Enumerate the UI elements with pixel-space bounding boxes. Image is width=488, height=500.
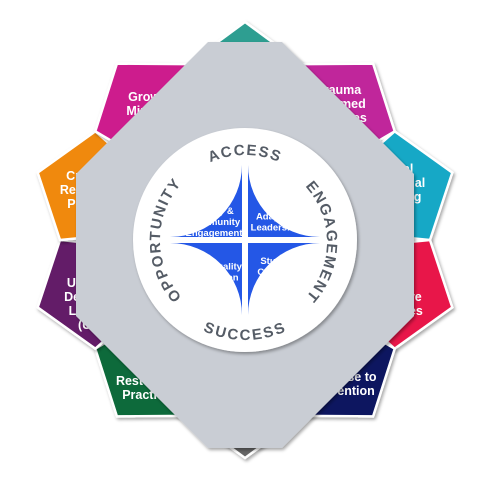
quadrant-label-line: Centered (257, 267, 298, 278)
quadrant-label-line: Engagement (185, 228, 243, 239)
center-hub: ACCESS ENGAGEMENT SUCCESS OPPORTUNITY Fa… (76, 42, 414, 448)
quadrant-label-line: Adaptive (256, 212, 296, 223)
quadrant-label-line: Instruction (189, 273, 238, 284)
quadrant-shape (170, 243, 242, 315)
quadrant-label-line: Community (188, 217, 241, 228)
quadrant-label-line: Family & (194, 206, 234, 217)
quadrant-shape (170, 165, 242, 237)
outer-white-ring (133, 128, 357, 352)
quadrant-label-line: High Quality (186, 262, 243, 273)
quadrant-label-line: Student (260, 256, 296, 267)
quadrant-shape (248, 243, 320, 315)
quadrant-label-line: Leadership (251, 223, 302, 234)
quadrant-label-line: Culture (261, 278, 294, 289)
quadrant-shape (248, 165, 320, 237)
